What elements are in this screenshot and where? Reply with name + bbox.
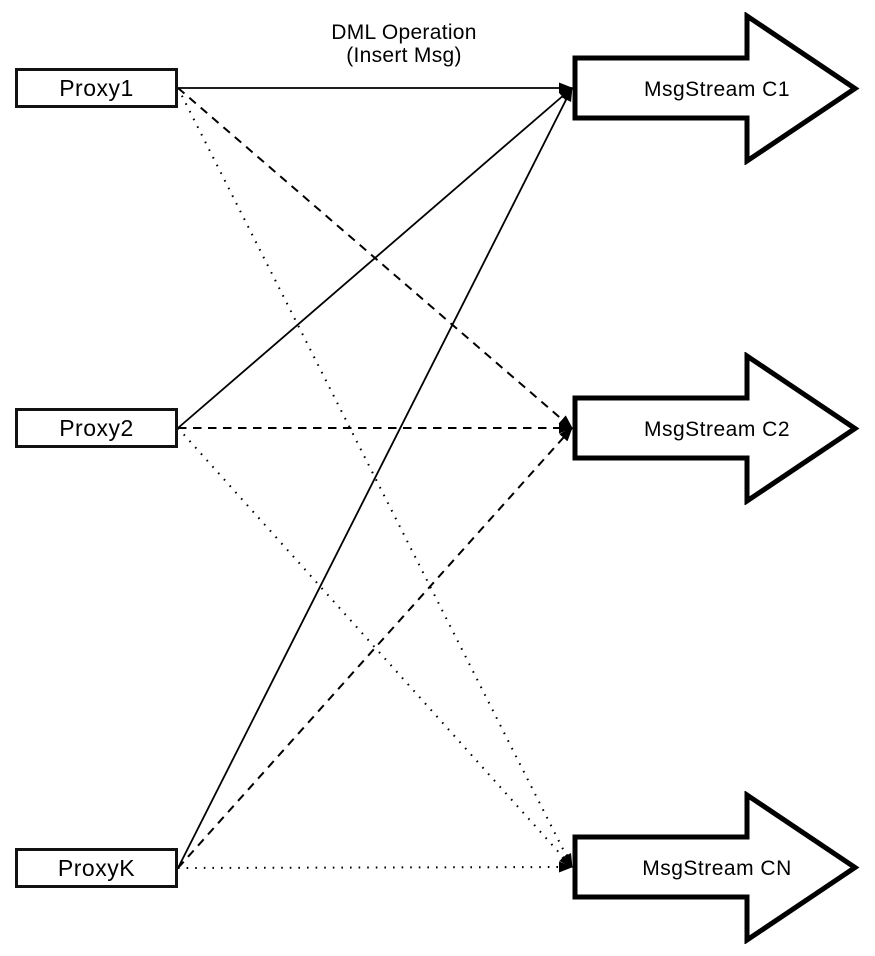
proxyk-box: ProxyK: [15, 848, 178, 888]
dml-operation-line2: (Insert Msg): [346, 44, 462, 67]
edge-proxyk-to-c2: [177, 427, 573, 869]
msgstream-c1-label: MsgStream C1: [644, 78, 790, 101]
proxy1-box: Proxy1: [15, 68, 178, 108]
msgstream-c1-arrow: MsgStream C1: [572, 11, 860, 165]
block-arrow-shape: [572, 11, 860, 165]
edge-proxyk-to-cn: [177, 861, 573, 873]
msgstream-cn-arrow: MsgStream CN: [572, 790, 860, 944]
edge-proxy1-to-c2: [177, 87, 573, 429]
proxy2-label: Proxy2: [59, 414, 134, 441]
dml-operation-label: DML Operation (Insert Msg): [274, 21, 534, 67]
msgstream-cn-label: MsgStream CN: [642, 857, 792, 880]
msgstream-c2-arrow: MsgStream C2: [572, 351, 860, 505]
dml-operation-line1: DML Operation: [331, 21, 477, 44]
block-arrow-shape: [572, 351, 860, 505]
msgstream-c2-label: MsgStream C2: [644, 418, 790, 441]
edge-proxyk-to-c1: [177, 87, 573, 869]
proxy1-label: Proxy1: [59, 74, 134, 101]
edge-proxy2-to-cn: [177, 427, 573, 868]
proxyk-label: ProxyK: [57, 854, 136, 881]
block-arrow-shape: [572, 790, 860, 944]
proxy2-box: Proxy2: [15, 408, 178, 448]
